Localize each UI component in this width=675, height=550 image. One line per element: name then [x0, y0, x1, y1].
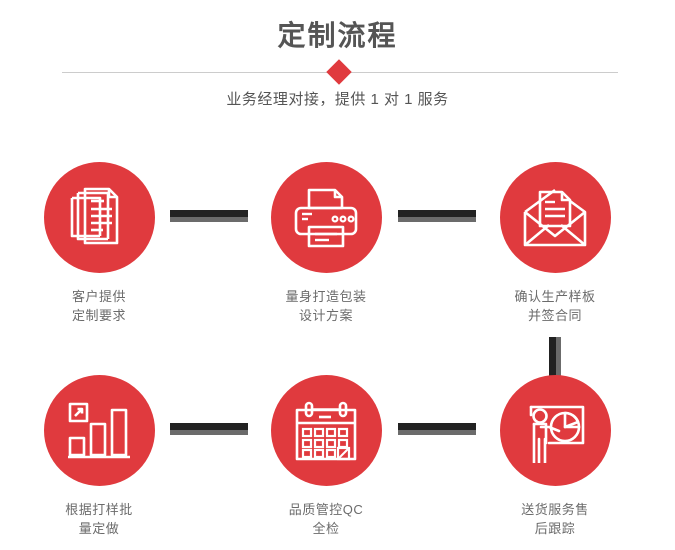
- step-1-caption: 客户提供 定制要求: [19, 287, 179, 325]
- step-1-icon-circle: [43, 162, 155, 273]
- connector-step3-step6: [549, 337, 561, 377]
- step-5-caption-line1: 品质管控QC: [288, 502, 364, 517]
- step-3-caption: 确认生产样板 并签合同: [475, 287, 635, 325]
- step-6-caption-line2: 后跟踪: [534, 521, 576, 536]
- connector-step4-step5: [170, 423, 248, 435]
- step-5-caption-line2: 全检: [312, 521, 340, 536]
- step-2-caption-line2: 设计方案: [298, 308, 353, 323]
- bar-chart-growth-icon: [68, 402, 130, 458]
- presenter-pie-chart-icon: [529, 405, 585, 463]
- connector-shadow: [556, 337, 561, 377]
- process-step-3[interactable]: 确认生产样板 并签合同: [475, 162, 635, 325]
- connector-bar: [549, 337, 556, 377]
- step-2-icon-circle: [270, 162, 382, 273]
- connector-bar: [398, 210, 476, 217]
- connector-shadow: [398, 217, 476, 222]
- step-3-caption-line1: 确认生产样板: [514, 289, 596, 304]
- step-1-caption-line1: 客户提供: [71, 289, 126, 304]
- header-divider: [62, 59, 618, 85]
- process-step-1[interactable]: 客户提供 定制要求: [19, 162, 179, 325]
- process-step-4[interactable]: 根据打样批 量定做: [19, 375, 179, 538]
- page-title: 定制流程: [277, 20, 398, 51]
- step-1-caption-line2: 定制要求: [71, 308, 126, 323]
- header: 定制流程 业务经理对接，提供 1 对 1 服务: [0, 0, 675, 125]
- process-step-5[interactable]: 品质管控QC 全检: [246, 375, 406, 538]
- step-4-caption-line2: 量定做: [78, 521, 120, 536]
- connector-shadow: [170, 217, 248, 222]
- step-2-caption: 量身打造包装 设计方案: [246, 287, 406, 325]
- connector-step1-step2: [170, 210, 248, 222]
- connector-step5-step6: [398, 423, 476, 435]
- connector-bar: [398, 423, 476, 430]
- connector-bar: [170, 423, 248, 430]
- step-6-caption: 送货服务售 后跟踪: [475, 500, 635, 538]
- printer-icon: [294, 188, 358, 247]
- step-3-icon-circle: [499, 162, 611, 273]
- process-step-2[interactable]: 量身打造包装 设计方案: [246, 162, 406, 325]
- step-4-caption: 根据打样批 量定做: [19, 500, 179, 538]
- step-4-icon-circle: [43, 375, 155, 486]
- step-6-caption-line1: 送货服务售: [521, 502, 589, 517]
- connector-shadow: [398, 430, 476, 435]
- connector-bar: [170, 210, 248, 217]
- connector-shadow: [170, 430, 248, 435]
- step-4-caption-line1: 根据打样批: [65, 502, 133, 517]
- process-step-6[interactable]: 送货服务售 后跟踪: [475, 375, 635, 538]
- page-subtitle: 业务经理对接，提供 1 对 1 服务: [226, 91, 449, 108]
- step-5-caption: 品质管控QC 全检: [246, 500, 406, 538]
- documents-stack-icon: [70, 187, 119, 244]
- connector-step2-step3: [398, 210, 476, 222]
- calendar-check-icon: [295, 401, 357, 460]
- step-2-caption-line1: 量身打造包装: [285, 289, 367, 304]
- step-6-icon-circle: [499, 375, 611, 486]
- step-5-icon-circle: [270, 375, 382, 486]
- step-3-caption-line2: 并签合同: [527, 308, 582, 323]
- envelope-letter-icon: [523, 188, 587, 246]
